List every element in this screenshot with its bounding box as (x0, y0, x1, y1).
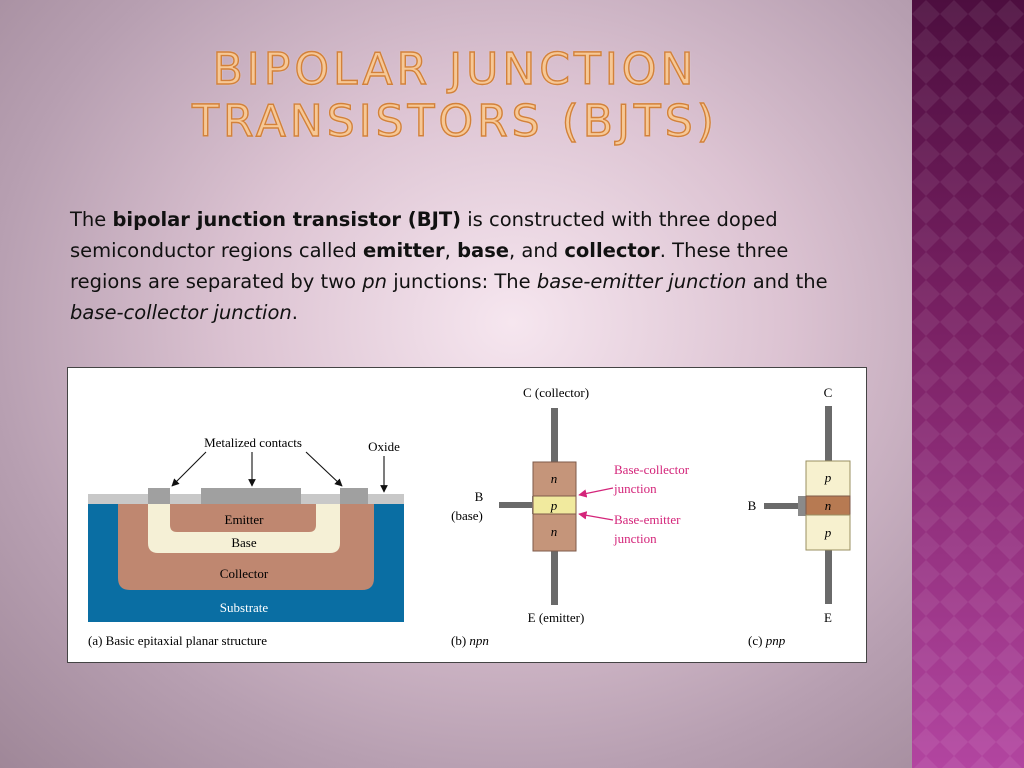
npn-base-lead (499, 502, 532, 508)
pnp-layer-mid: n (825, 498, 832, 513)
paragraph-run: is constructed with three doped semicond… (70, 208, 778, 262)
paragraph-run: . These three regions are separated by t… (70, 239, 789, 293)
pnp-collector-label: C (824, 385, 833, 400)
pnp-collector-lead (825, 406, 832, 461)
panel-b-npn: n p n C (collector) E (emitter) B (base)… (451, 385, 690, 648)
pnp-base-label: B (748, 498, 757, 513)
caption-a: (a) Basic epitaxial planar structure (88, 633, 267, 648)
paragraph-run: base-emitter junction (536, 270, 747, 293)
metal-contact-right (340, 488, 368, 504)
npn-emitter-label: E (emitter) (528, 610, 585, 625)
metalized-contacts-label: Metalized contacts (204, 435, 302, 450)
npn-layer-top: n (551, 471, 558, 486)
slide-title: Bipolar Junction Transistors (BJTs) (191, 43, 718, 147)
metal-contact-left (148, 488, 170, 504)
pnp-emitter-lead (825, 550, 832, 604)
emitter-region (170, 504, 316, 532)
npn-collector-lead (551, 408, 558, 462)
npn-collector-label: C (collector) (523, 385, 589, 400)
paragraph-run: bipolar junction transistor (BJT) (112, 208, 462, 231)
contact-arrow-right (305, 451, 343, 487)
npn-base-label-2: (base) (451, 508, 483, 523)
pnp-base-lead (764, 503, 798, 509)
npn-layer-mid: p (550, 498, 558, 513)
bc-junction-label: Base-collector (614, 462, 690, 477)
base-label: Base (231, 535, 257, 550)
paragraph-run: , and (509, 239, 565, 262)
caption-b-prefix: (b) (451, 633, 469, 648)
side-decor-band (912, 0, 1024, 768)
substrate-label: Substrate (220, 600, 269, 615)
pnp-layer-top: p (824, 470, 832, 485)
paragraph-run: junctions: The (387, 270, 537, 293)
paragraph-run: pn (362, 270, 388, 293)
bc-junction-label-2: junction (613, 481, 657, 496)
caption-b-italic: npn (469, 633, 489, 648)
pnp-base-contact (798, 496, 806, 516)
collector-label: Collector (220, 566, 269, 581)
paragraph-run: The (70, 208, 113, 231)
paragraph-run: base-collector junction (70, 301, 292, 324)
paragraph-run: , (444, 239, 458, 262)
be-junction-label: Base-emitter (614, 512, 681, 527)
pnp-emitter-label: E (824, 610, 832, 625)
paragraph-run: and the (746, 270, 828, 293)
npn-emitter-lead (551, 551, 558, 605)
oxide-label: Oxide (368, 439, 400, 454)
paragraph-run: emitter (362, 239, 445, 262)
metal-contact-center (201, 488, 301, 504)
be-junction-arrow (578, 511, 614, 521)
paragraph-run: . (291, 301, 298, 324)
caption-c-prefix: (c) (748, 633, 766, 648)
caption-b: (b) npn (451, 633, 489, 648)
npn-emitter-layer (532, 513, 577, 552)
caption-c-italic: pnp (765, 633, 786, 648)
paragraph-run: collector (564, 239, 660, 262)
pnp-collector-layer (805, 460, 851, 497)
npn-base-label: B (475, 489, 484, 504)
body-paragraph: The bipolar junction transistor (BJT) is… (70, 204, 850, 328)
contact-arrow-left (171, 451, 207, 487)
caption-c: (c) pnp (748, 633, 786, 648)
bjt-figure: Metalized contacts Oxide Emitter Base Co… (67, 367, 867, 663)
bjt-diagram: Metalized contacts Oxide Emitter Base Co… (88, 385, 851, 648)
bc-junction-arrow (578, 487, 614, 498)
npn-layer-bot: n (551, 524, 558, 539)
panel-a-planar-structure: Metalized contacts Oxide Emitter Base Co… (88, 435, 404, 648)
diamond-pattern (912, 0, 1024, 768)
pnp-layer-bot: p (824, 525, 832, 540)
be-junction-label-2: junction (613, 531, 657, 546)
pnp-emitter-layer (805, 514, 851, 551)
emitter-label: Emitter (225, 512, 265, 527)
panel-c-pnp: p n p C E B (c) pnp (748, 385, 851, 648)
paragraph-run: base (457, 239, 510, 262)
